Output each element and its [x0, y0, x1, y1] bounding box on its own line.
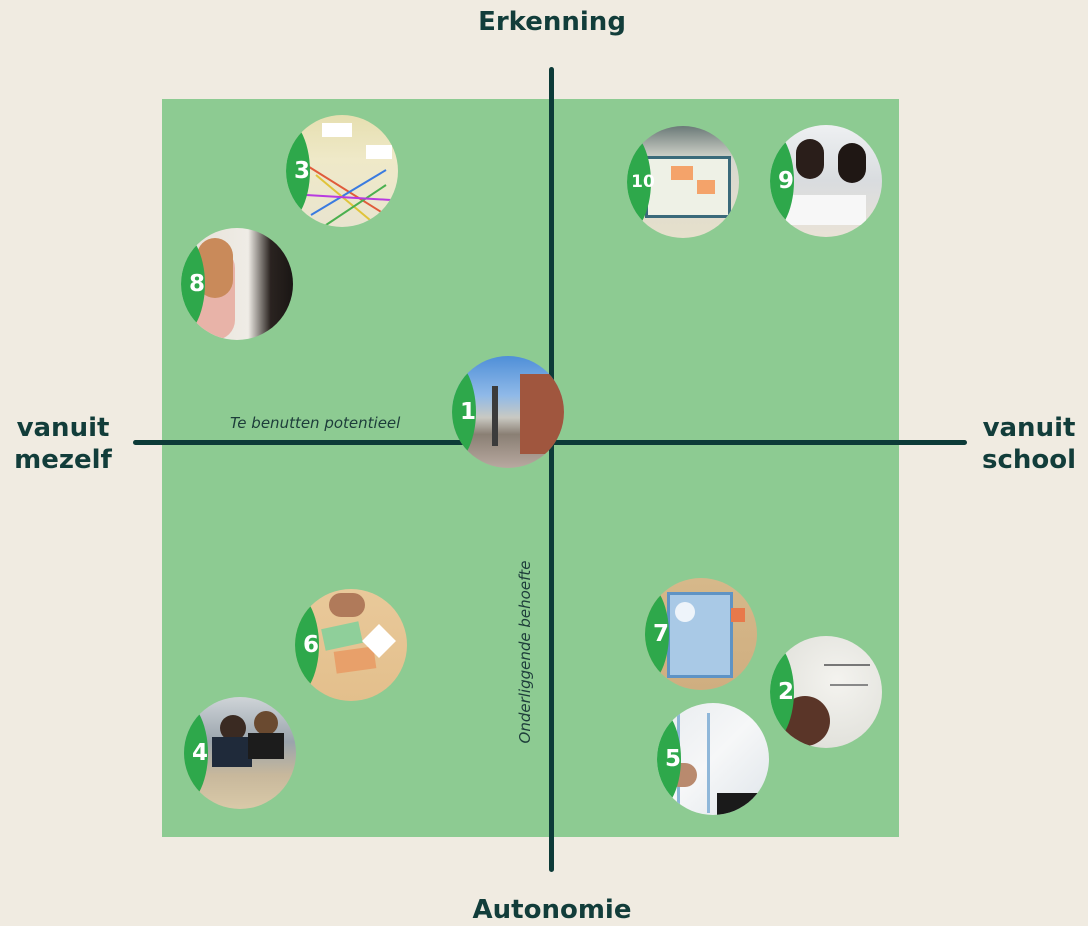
marker-3[interactable]: 3	[286, 115, 398, 227]
marker-2[interactable]: 2	[770, 636, 882, 748]
marker-number: 10	[631, 172, 655, 192]
marker-number: 8	[188, 271, 205, 297]
marker-number: 9	[777, 168, 794, 194]
marker-5[interactable]: 5	[657, 703, 769, 815]
marker-number: 4	[191, 740, 208, 766]
marker-6[interactable]: 6	[295, 589, 407, 701]
marker-number: 7	[652, 621, 669, 647]
axis-label-bottom: Autonomie	[472, 895, 632, 925]
horizontal-axis-note: Te benutten potentieel	[230, 414, 401, 432]
vertical-axis-note: Onderliggende behoefte	[516, 560, 534, 744]
axis-label-top: Erkenning	[478, 7, 626, 37]
marker-number: 5	[664, 746, 681, 772]
axis-label-left: vanuit mezelf	[14, 413, 112, 475]
marker-7[interactable]: 7	[645, 578, 757, 690]
marker-4[interactable]: 4	[184, 697, 296, 809]
marker-10[interactable]: 10	[627, 126, 739, 238]
marker-number: 2	[777, 679, 794, 705]
marker-number: 1	[459, 399, 476, 425]
axis-label-right: vanuit school	[981, 413, 1077, 475]
marker-number: 3	[293, 158, 310, 184]
marker-8[interactable]: 8	[181, 228, 293, 340]
marker-9[interactable]: 9	[770, 125, 882, 237]
taal-board-photo-icon	[627, 126, 739, 238]
marker-1[interactable]: 1	[452, 356, 564, 468]
vertical-axis-line	[549, 67, 554, 872]
marker-number: 6	[302, 632, 319, 658]
